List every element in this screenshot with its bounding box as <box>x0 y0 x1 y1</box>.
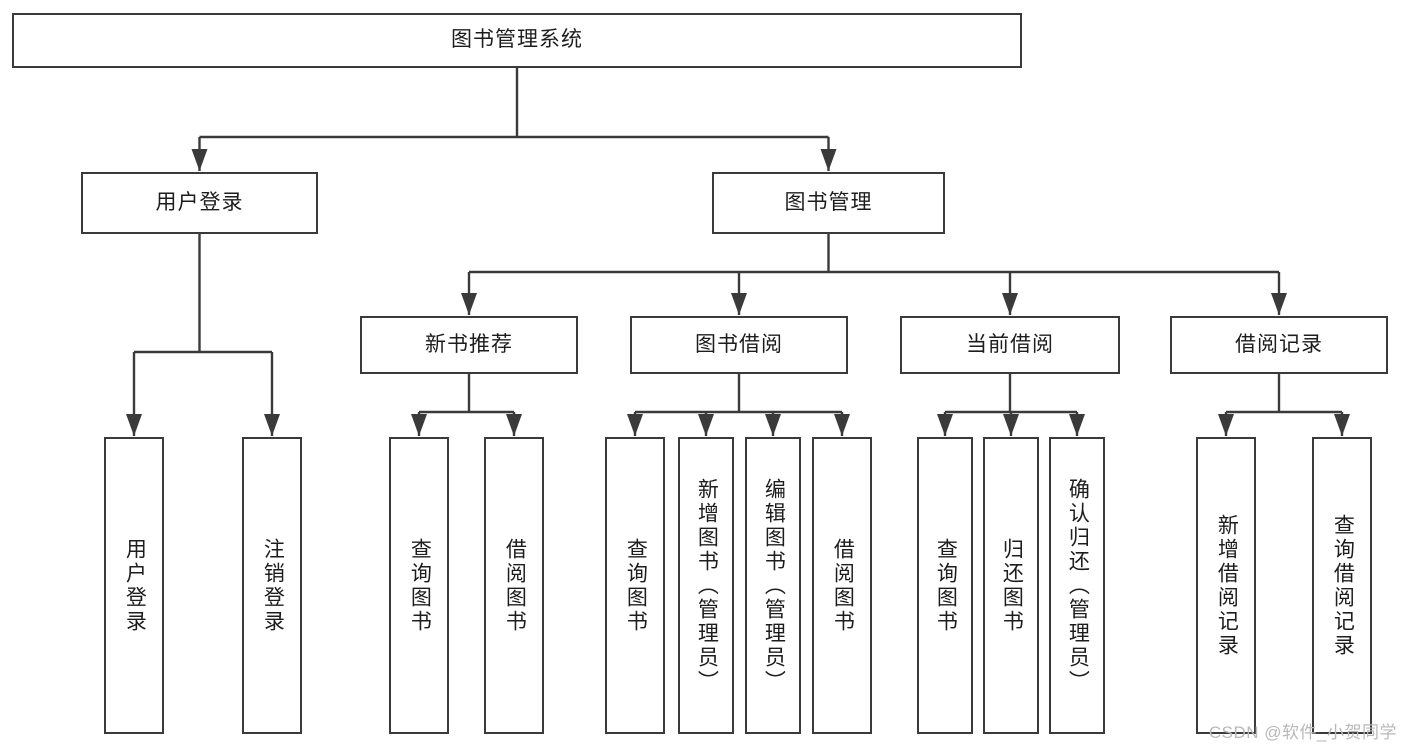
node-label-leaf-query-book-1: 查询图书 <box>408 537 432 634</box>
node-root[interactable]: 图书管理系统 <box>12 13 1022 68</box>
node-leaf-query-book-2[interactable]: 查询图书 <box>605 437 665 734</box>
node-label-current-borrow: 当前借阅 <box>966 332 1054 356</box>
node-label-new-book-rec: 新书推荐 <box>425 332 513 356</box>
node-book-manage[interactable]: 图书管理 <box>712 172 945 234</box>
node-label-leaf-query-record: 查询借阅记录 <box>1331 513 1355 658</box>
node-user-login[interactable]: 用户登录 <box>81 172 318 234</box>
node-label-book-borrow: 图书借阅 <box>695 332 783 356</box>
node-current-borrow[interactable]: 当前借阅 <box>900 316 1120 374</box>
node-label-leaf-user-login: 用户登录 <box>123 537 147 634</box>
node-leaf-user-login[interactable]: 用户登录 <box>104 437 164 734</box>
node-label-leaf-add-book: 新增图书（管理员） <box>695 477 719 694</box>
node-leaf-logout[interactable]: 注销登录 <box>242 437 302 734</box>
node-leaf-query-book-3[interactable]: 查询图书 <box>917 437 973 734</box>
node-label-leaf-return-book: 归还图书 <box>1000 537 1024 634</box>
node-label-leaf-query-book-2: 查询图书 <box>624 537 648 634</box>
node-label-leaf-borrow-book-1: 借阅图书 <box>503 537 527 634</box>
node-label-user-login: 用户登录 <box>155 190 244 214</box>
node-leaf-query-book-1[interactable]: 查询图书 <box>389 437 449 734</box>
node-label-leaf-logout: 注销登录 <box>261 537 285 634</box>
node-book-borrow[interactable]: 图书借阅 <box>630 316 848 374</box>
node-label-leaf-confirm-return: 确认归还（管理员） <box>1066 477 1090 694</box>
node-label-leaf-query-book-3: 查询图书 <box>934 537 958 634</box>
node-leaf-query-record[interactable]: 查询借阅记录 <box>1312 437 1372 734</box>
node-leaf-add-book[interactable]: 新增图书（管理员） <box>678 437 734 734</box>
node-label-leaf-add-record: 新增借阅记录 <box>1215 513 1239 658</box>
node-leaf-return-book[interactable]: 归还图书 <box>983 437 1039 734</box>
node-label-root: 图书管理系统 <box>451 28 583 52</box>
node-leaf-edit-book[interactable]: 编辑图书（管理员） <box>745 437 801 734</box>
watermark-text: CSDN @软件_小贺同学 <box>1208 723 1397 742</box>
node-label-leaf-borrow-book-2: 借阅图书 <box>831 537 855 634</box>
node-leaf-confirm-return[interactable]: 确认归还（管理员） <box>1049 437 1105 734</box>
node-label-leaf-edit-book: 编辑图书（管理员） <box>762 477 786 694</box>
node-new-book-rec[interactable]: 新书推荐 <box>360 316 578 374</box>
node-label-book-manage: 图书管理 <box>784 190 873 214</box>
node-leaf-borrow-book-2[interactable]: 借阅图书 <box>812 437 872 734</box>
node-borrow-record[interactable]: 借阅记录 <box>1170 316 1388 374</box>
node-label-borrow-record: 借阅记录 <box>1235 332 1323 356</box>
node-leaf-borrow-book-1[interactable]: 借阅图书 <box>484 437 544 734</box>
node-leaf-add-record[interactable]: 新增借阅记录 <box>1196 437 1256 734</box>
